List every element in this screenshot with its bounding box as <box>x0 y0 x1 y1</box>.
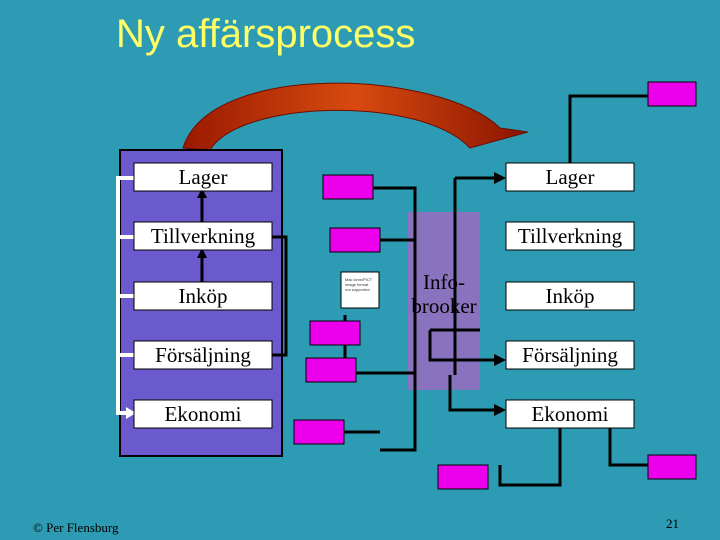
right-box-tillverkning <box>505 221 635 251</box>
right-box-inkop <box>505 281 635 311</box>
thumbnail-text: Mac lcms/PICT image format not supported <box>345 277 373 292</box>
copyright-footer: © Per Flensburg <box>33 520 119 535</box>
magenta-box-bottom-right <box>647 454 697 480</box>
left-box-ekonomi <box>133 399 273 429</box>
left-box-forsaljning <box>133 340 273 370</box>
right-label-tillverkning: Tillverkning <box>517 223 623 248</box>
right-label-lager: Lager <box>545 164 595 189</box>
magenta-box-left-mid <box>305 357 357 383</box>
right-label-forsaljning: Försäljning <box>522 342 618 367</box>
page-number: 21 <box>666 516 679 531</box>
left-label-tillverkning: Tillverkning <box>150 223 256 248</box>
unsupported-image-thumbnail <box>340 271 380 309</box>
right-box-forsaljning <box>505 340 635 370</box>
magenta-box-bottom-center <box>437 464 489 490</box>
right-box-ekonomi <box>505 399 635 429</box>
left-label-ekonomi: Ekonomi <box>164 401 242 426</box>
magenta-box-under-thumb <box>309 320 361 346</box>
left-box-tillverkning <box>133 221 273 251</box>
magenta-box-top-right <box>647 81 697 107</box>
curved-arrow <box>182 82 529 151</box>
right-box-lager <box>505 162 635 192</box>
magenta-box-tillverkning <box>329 227 381 253</box>
right-label-ekonomi: Ekonomi <box>531 401 609 426</box>
right-label-inkop: Inköp <box>545 283 595 308</box>
left-label-inkop: Inköp <box>178 283 228 308</box>
magenta-box-lager <box>322 174 374 200</box>
left-box-inkop <box>133 281 273 311</box>
infobrooker-line2: brooker <box>411 294 477 318</box>
infobrooker-line1: Info- <box>423 270 465 294</box>
left-label-forsaljning: Försäljning <box>155 342 251 367</box>
magenta-box-bottom-left <box>293 419 345 445</box>
left-label-lager: Lager <box>178 164 228 189</box>
left-box-lager <box>133 162 273 192</box>
infobrooker-label: Info- brooker <box>402 270 486 318</box>
slide-title: Ny affärsprocess <box>116 12 416 56</box>
